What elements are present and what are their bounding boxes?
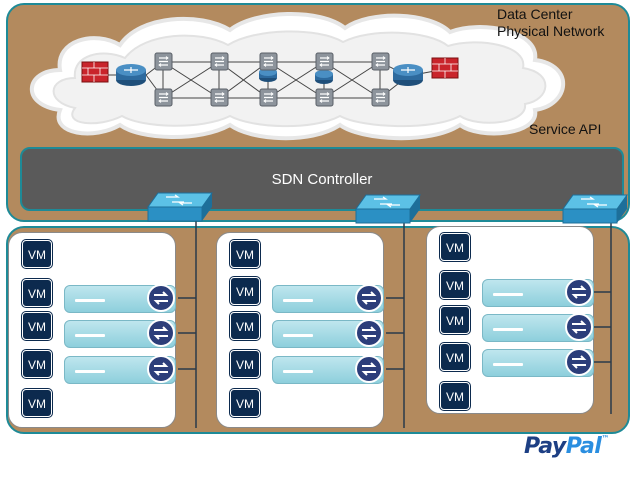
switch-icon (315, 52, 334, 71)
vm-box[interactable]: VM (22, 279, 52, 307)
vm-box[interactable]: VM (22, 240, 52, 268)
vswitch-icon (355, 355, 383, 383)
firewall-icon (431, 57, 459, 79)
physical-title-line2: Physical Network (497, 23, 605, 39)
router-icon (315, 70, 333, 84)
uplink-wires (178, 212, 612, 428)
vswitch-icon (147, 284, 175, 312)
switch-icon (562, 194, 628, 224)
switch-icon (259, 52, 278, 71)
physical-network-diagram (29, 12, 566, 141)
physical-network-label: Data Center Physical Network (497, 6, 604, 40)
paypal-logo-part1: Pay (524, 434, 566, 459)
vswitch-icon (355, 284, 383, 312)
vswitch-icon (565, 313, 593, 341)
switch-icons (154, 52, 390, 107)
physical-title-line1: Data Center (497, 6, 573, 22)
vm-box[interactable]: VM (230, 277, 260, 305)
vm-box[interactable]: VM (22, 389, 52, 417)
vswitch-icon (147, 319, 175, 347)
paypal-logo: PayPal™ (524, 434, 609, 459)
switch-icon (210, 52, 229, 71)
switch-icon (147, 192, 213, 222)
switch-icon (259, 88, 278, 107)
router-icon (116, 64, 146, 86)
router-icon (393, 64, 423, 86)
vswitch-icon (565, 348, 593, 376)
vm-box[interactable]: VM (22, 312, 52, 340)
switch-icon (210, 88, 229, 107)
paypal-trademark: ™ (601, 434, 609, 443)
vm-box[interactable]: VM (22, 350, 52, 378)
paypal-logo-part2: Pal (565, 434, 602, 459)
vm-box[interactable]: VM (230, 312, 260, 340)
switch-icon (355, 194, 421, 224)
firewall-icon (81, 61, 109, 83)
vm-box[interactable]: VM (230, 240, 260, 268)
vm-box[interactable]: VM (440, 271, 470, 299)
vm-box[interactable]: VM (440, 343, 470, 371)
switch-icon (371, 52, 390, 71)
switch-icon (154, 88, 173, 107)
sdn-controller: SDN Controller (20, 147, 624, 211)
vswitch-icon (355, 319, 383, 347)
service-api-label: Service API (529, 121, 602, 137)
vm-box[interactable]: VM (440, 233, 470, 261)
cloud-shape (29, 12, 566, 141)
switch-icon (154, 52, 173, 71)
vm-box[interactable]: VM (440, 382, 470, 410)
vswitch-icon (147, 355, 175, 383)
switch-icon (371, 88, 390, 107)
sdn-controller-label: SDN Controller (271, 171, 373, 188)
vswitch-icon (565, 278, 593, 306)
vm-box[interactable]: VM (230, 350, 260, 378)
vm-box[interactable]: VM (230, 389, 260, 417)
vm-box[interactable]: VM (440, 306, 470, 334)
switch-icon (315, 88, 334, 107)
